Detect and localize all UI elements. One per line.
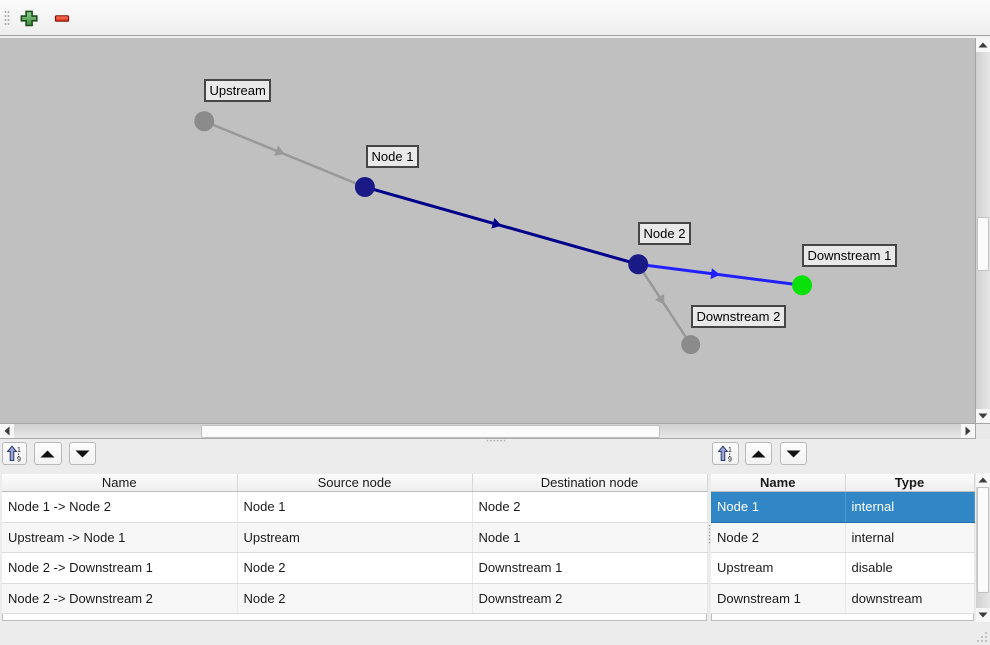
svg-text:1: 1	[17, 447, 21, 454]
svg-text:1: 1	[728, 447, 732, 454]
svg-text:9: 9	[17, 457, 21, 463]
svg-text:9: 9	[728, 457, 732, 463]
